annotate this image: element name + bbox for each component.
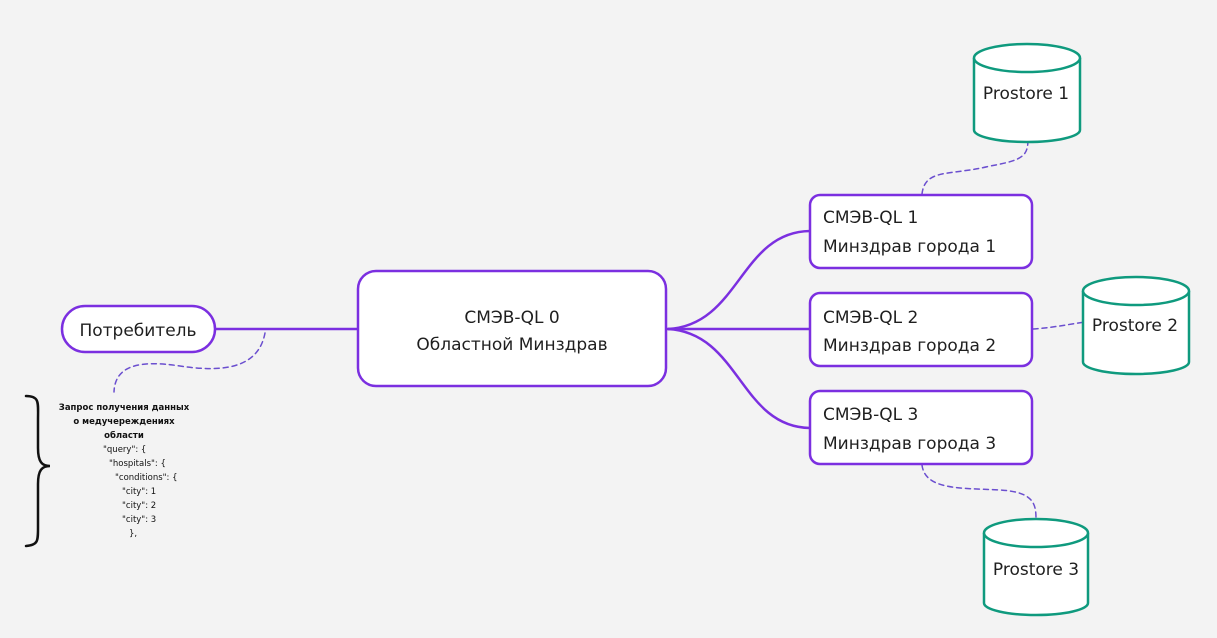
city-3-line1: СМЭВ-QL 3 (823, 405, 918, 425)
store-3-label: Prostore 3 (993, 560, 1079, 580)
note-title-line-3: области (104, 430, 144, 441)
request-note: Запрос получения данных о медучереждения… (59, 403, 190, 539)
store-2-cylinder[interactable]: Prostore 2 (1081, 275, 1191, 376)
dashed-city2-store2 (1032, 321, 1086, 330)
note-code-line-5: "city": 2 (122, 501, 156, 511)
regional-node[interactable]: СМЭВ-QL 0 Областной Минздрав (356, 269, 668, 388)
city-2-line2: Минздрав города 2 (823, 336, 996, 356)
connector-regional-city3 (666, 327, 812, 430)
curly-brace-icon (24, 394, 51, 548)
city-1-line2: Минздрав города 1 (823, 237, 996, 257)
connector-regional-city1 (666, 229, 812, 331)
city-node-2[interactable]: СМЭВ-QL 2 Минздрав города 2 (808, 291, 1034, 368)
dashed-consumer-note (113, 332, 266, 393)
note-code-line-4: "city": 1 (122, 487, 156, 497)
consumer-node[interactable]: Потребитель (60, 304, 217, 354)
note-code-line-1: "query": { (103, 445, 146, 455)
city-3-line2: Минздрав города 3 (823, 434, 996, 454)
note-title-line-2: о медучереждениях (73, 417, 175, 427)
store-1-cylinder[interactable]: Prostore 1 (972, 42, 1082, 144)
dashed-city1-store1 (921, 137, 1029, 195)
city-node-1[interactable]: СМЭВ-QL 1 Минздрав города 1 (808, 193, 1034, 270)
note-code-line-6: "city": 3 (122, 515, 156, 525)
regional-line2: Областной Минздрав (416, 335, 607, 355)
city-node-3[interactable]: СМЭВ-QL 3 Минздрав города 3 (808, 389, 1034, 466)
note-title-line-1: Запрос получения данных (59, 403, 190, 413)
city-1-line1: СМЭВ-QL 1 (823, 208, 918, 228)
dashed-city3-store3 (921, 464, 1037, 521)
note-code-line-7: }, (129, 529, 137, 539)
regional-line1: СМЭВ-QL 0 (464, 308, 559, 328)
consumer-label: Потребитель (79, 321, 196, 341)
store-3-cylinder[interactable]: Prostore 3 (982, 517, 1090, 617)
note-code-line-3: "conditions": { (115, 473, 178, 483)
note-code-line-2: "hospitals": { (109, 459, 166, 469)
store-2-label: Prostore 2 (1092, 316, 1178, 336)
city-2-line1: СМЭВ-QL 2 (823, 308, 918, 328)
store-1-label: Prostore 1 (983, 84, 1069, 104)
